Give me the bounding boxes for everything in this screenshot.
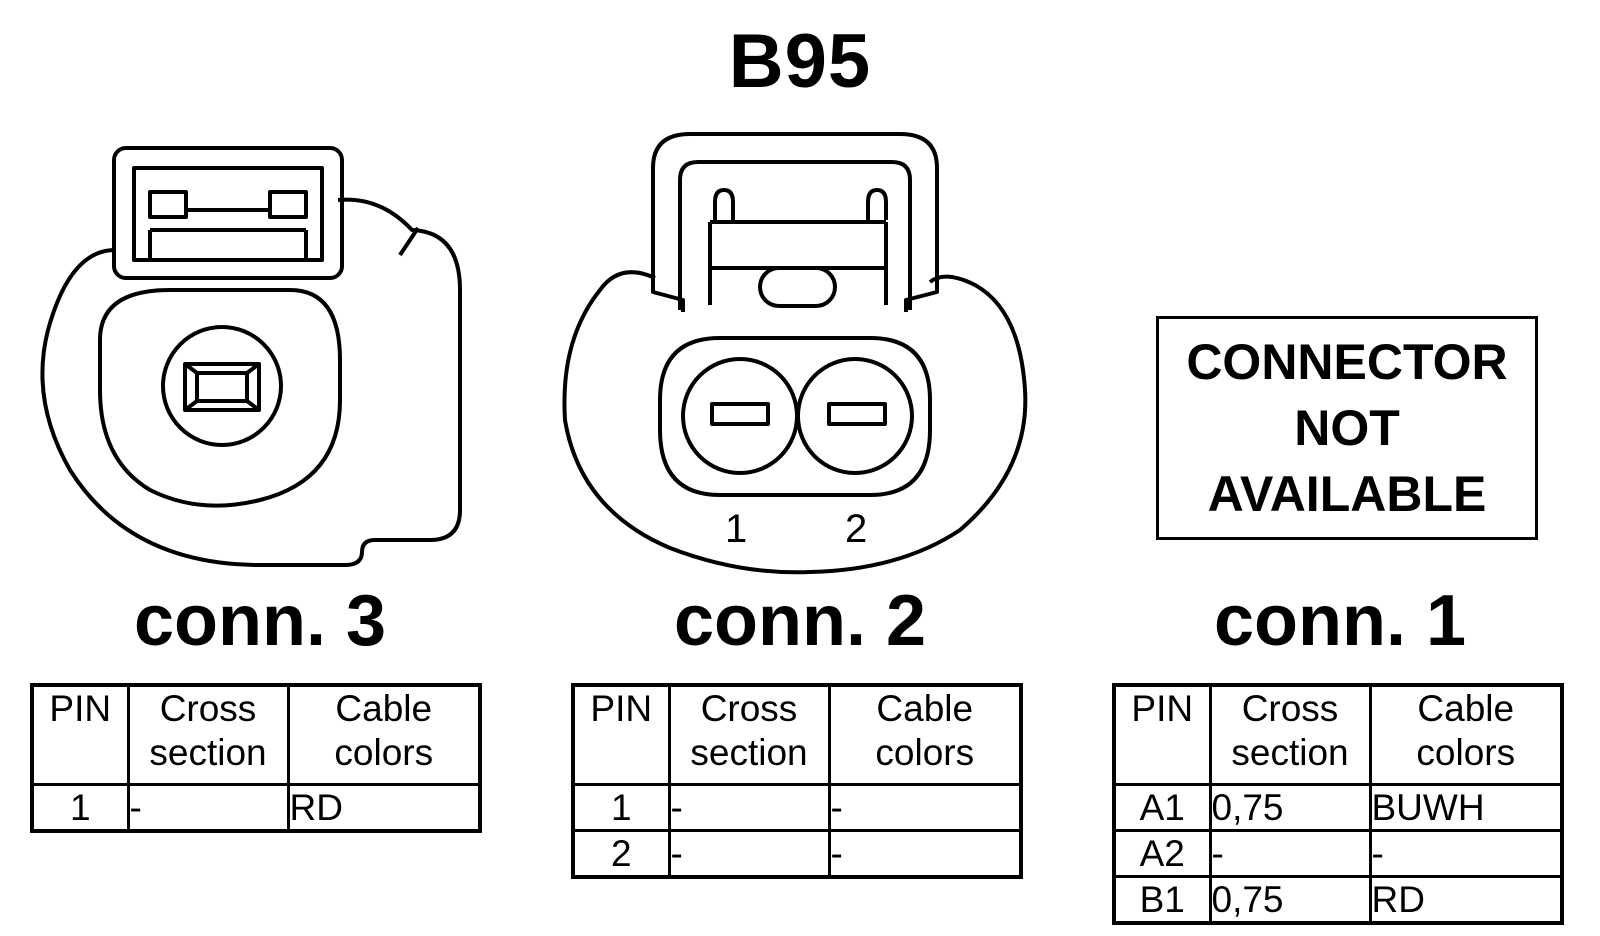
connector-2-body — [562, 270, 1028, 575]
cross-section-cell: - — [667, 783, 831, 832]
connector-2-drawing — [562, 132, 1028, 575]
pin-cell: 1 — [571, 783, 671, 832]
not-available-line-3: AVAILABLE — [1207, 466, 1487, 522]
connector-3-body — [40, 197, 462, 567]
table-header-row: PIN Cross section Cable colors — [30, 683, 482, 786]
connector-2-pin-2-socket — [796, 357, 914, 475]
cable-color-cell: - — [1368, 829, 1564, 878]
header-pin: PIN — [30, 683, 130, 786]
table-row: 2 - - — [571, 829, 1023, 879]
not-available-line-2: NOT — [1294, 400, 1400, 456]
table-header-row: PIN Cross section Cable colors — [1112, 683, 1564, 786]
header-cable-colors: Cable colors — [827, 683, 1023, 786]
connector-1-pin-table: PIN Cross section Cable colors A1 0,75 B… — [1112, 683, 1564, 925]
connector-not-available-box: CONNECTOR NOT AVAILABLE — [1156, 316, 1538, 540]
header-pin: PIN — [1112, 683, 1212, 786]
not-available-line-1: CONNECTOR — [1186, 334, 1508, 390]
connector-2-pin-table: PIN Cross section Cable colors 1 - - 2 -… — [571, 683, 1023, 879]
cable-color-cell: - — [827, 783, 1023, 832]
cross-section-cell: - — [126, 783, 290, 833]
connector-2-latch — [651, 132, 939, 312]
pin-cell: 1 — [30, 783, 130, 833]
cable-color-cell: BUWH — [1368, 783, 1564, 832]
cross-section-cell: - — [667, 829, 831, 879]
pin-cell: 2 — [571, 829, 671, 879]
connector-3-pin-socket — [161, 325, 283, 447]
connector-2-face — [658, 336, 932, 497]
connector-2-pin-2-label: 2 — [845, 507, 868, 551]
cross-section-cell: 0,75 — [1208, 783, 1372, 832]
table-header-row: PIN Cross section Cable colors — [571, 683, 1023, 786]
pin-cell: B1 — [1112, 875, 1212, 925]
connector-3-face — [98, 288, 342, 508]
header-pin: PIN — [571, 683, 671, 786]
pin-cell: A2 — [1112, 829, 1212, 878]
table-row: B1 0,75 RD — [1112, 875, 1564, 925]
connector-2-pin-1-label: 1 — [725, 507, 748, 551]
header-cable-colors: Cable colors — [1368, 683, 1564, 786]
pin-cell: A1 — [1112, 783, 1212, 832]
table-row: 1 - RD — [30, 783, 482, 833]
cable-color-cell: RD — [286, 783, 482, 833]
connector-2-label: conn. 2 — [673, 581, 927, 661]
connector-3-label: conn. 3 — [133, 581, 387, 661]
header-cross-section: Cross section — [667, 683, 831, 786]
header-cable-colors: Cable colors — [286, 683, 482, 786]
header-cross-section: Cross section — [126, 683, 290, 786]
connector-3-drawing — [40, 146, 462, 567]
cross-section-cell: - — [1208, 829, 1372, 878]
connector-1-label: conn. 1 — [1213, 581, 1467, 661]
header-cross-section: Cross section — [1208, 683, 1372, 786]
table-row: A1 0,75 BUWH — [1112, 783, 1564, 832]
cable-color-cell: RD — [1368, 875, 1564, 925]
diagram-title: B95 — [728, 19, 872, 104]
cross-section-cell: 0,75 — [1208, 875, 1372, 925]
connector-2-pin-1-socket — [681, 357, 799, 475]
cable-color-cell: - — [827, 829, 1023, 879]
table-row: 1 - - — [571, 783, 1023, 832]
connector-3-latch — [112, 146, 344, 280]
table-row: A2 - - — [1112, 829, 1564, 878]
connector-3-pin-table: PIN Cross section Cable colors 1 - RD — [30, 683, 482, 833]
